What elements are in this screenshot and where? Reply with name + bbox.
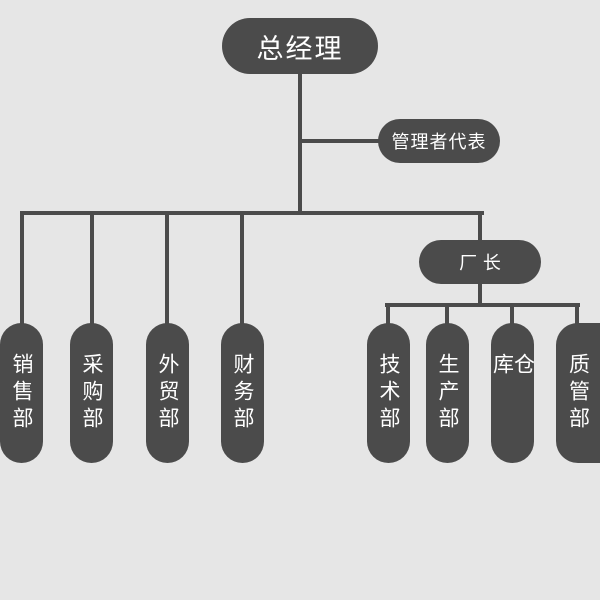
connector-line: [165, 211, 169, 325]
connector-line: [478, 282, 482, 306]
node-finance-dept: 财务部: [221, 323, 264, 463]
node-label: 外贸部: [156, 352, 180, 434]
node-label: 管理者代表: [391, 132, 487, 153]
connector-line: [386, 303, 390, 325]
node-warehouse: 仓库: [490, 323, 536, 463]
node-production-dept: 生产部: [426, 323, 469, 463]
connector-line: [240, 211, 244, 325]
node-label: 销售部: [10, 352, 34, 434]
connector-line: [385, 303, 580, 307]
node-label: 技术部: [377, 352, 401, 434]
connector-line: [300, 139, 380, 143]
connector-line: [298, 72, 302, 215]
connector-line: [445, 303, 449, 325]
node-foreign-trade-dept: 外贸部: [146, 323, 189, 463]
connector-line: [90, 211, 94, 325]
node-technology-dept: 技术部: [367, 323, 410, 463]
connector-line: [20, 211, 24, 325]
node-purchasing-dept: 采购部: [70, 323, 113, 463]
connector-line: [510, 303, 514, 325]
node-label: 财务部: [231, 352, 255, 434]
node-factory-head: 厂 长: [419, 240, 541, 284]
node-label: 采购部: [80, 352, 104, 434]
node-sales-dept: 销售部: [0, 323, 43, 463]
node-label: 仓库: [490, 353, 536, 412]
node-label: 生产部: [436, 352, 460, 434]
connector-line: [575, 303, 579, 325]
node-label: 质管部: [566, 352, 591, 434]
node-quality-dept: 质管部: [556, 323, 600, 463]
node-label: 厂 长: [459, 253, 501, 274]
node-general-manager: 总经理: [222, 18, 378, 74]
connector-line: [478, 211, 482, 243]
connector-line: [20, 211, 484, 215]
node-management-representative: 管理者代表: [378, 119, 500, 163]
node-label: 总经理: [256, 33, 344, 65]
